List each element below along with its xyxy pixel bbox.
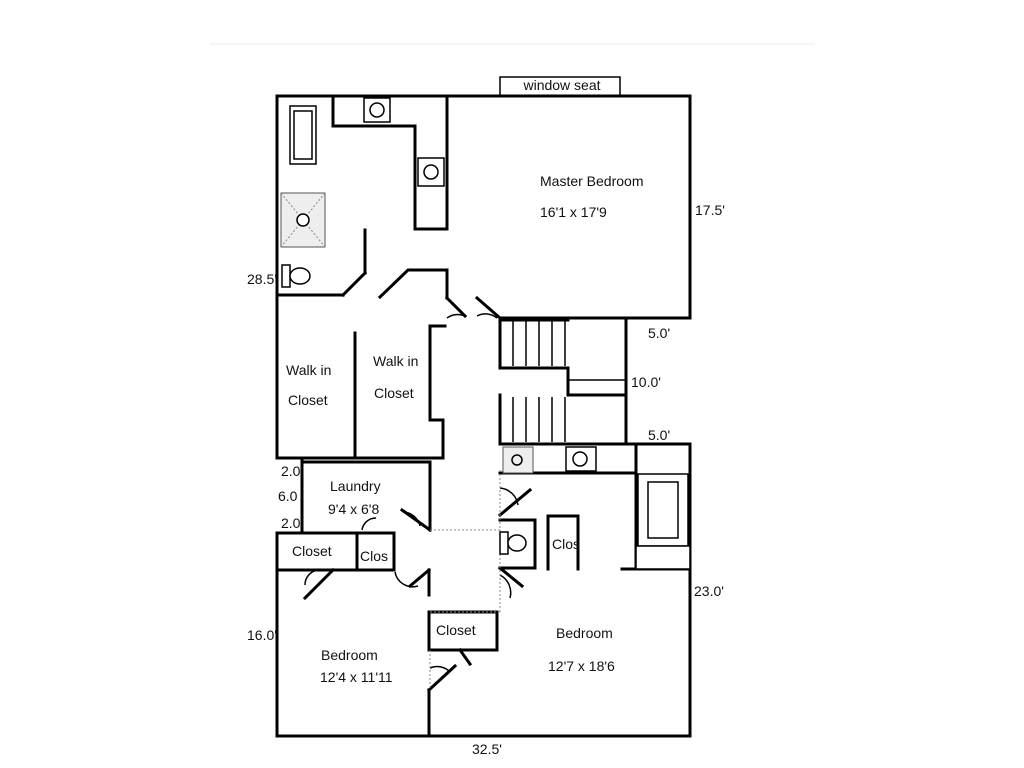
- dim-right-lower: 23.0': [694, 583, 724, 599]
- dim-master-depth: 17.5': [695, 202, 725, 218]
- dim-laundry-top: 2.0': [281, 463, 303, 479]
- clos-right-label: Clos: [552, 536, 580, 552]
- sink-icon: [417, 157, 445, 187]
- bedroom-left-label: Bedroom: [321, 647, 378, 663]
- master-bedroom-label: Master Bedroom: [540, 173, 643, 189]
- sink-icon: [502, 446, 534, 474]
- walk-in-closet-1-line1: Walk in: [286, 362, 331, 378]
- fixtures: [280, 97, 691, 570]
- dim-laundry-bottom: 2.0': [281, 515, 303, 531]
- walk-in-closet-2-line1: Walk in: [373, 353, 418, 369]
- clos-left-label: Clos: [360, 548, 388, 564]
- dim-stair-gap-top: 5.0': [648, 325, 670, 341]
- stairs: [498, 318, 626, 442]
- bedroom-right-size: 12'7 x 18'6: [548, 658, 615, 674]
- bedroom-left-size: 12'4 x 11'11: [320, 669, 393, 685]
- window-seat-label: window seat: [522, 77, 600, 93]
- closet-center-label: Closet: [436, 622, 476, 638]
- bedroom-right-label: Bedroom: [556, 625, 613, 641]
- bathtub-icon: [637, 473, 689, 547]
- dim-stair-gap-bottom: 5.0': [648, 427, 670, 443]
- toilet-icon: [281, 264, 291, 288]
- walk-in-closet-1-line2: Closet: [288, 392, 328, 408]
- sink-icon: [565, 446, 597, 472]
- dim-left-lower: 16.0': [247, 627, 277, 643]
- dim-total-width: 32.5': [472, 741, 502, 757]
- dim-laundry-mid: 6.0: [278, 488, 298, 504]
- closet-left-label: Closet: [292, 543, 332, 559]
- toilet-icon: [499, 531, 509, 555]
- laundry-label: Laundry: [330, 478, 381, 494]
- sink-icon: [363, 97, 391, 123]
- dim-stair-width: 10.0': [631, 374, 661, 390]
- walk-in-closet-2-line2: Closet: [374, 385, 414, 401]
- walls: [275, 94, 692, 738]
- door-swings: [304, 313, 519, 690]
- dim-left-upper: 28.5': [247, 271, 277, 287]
- master-bedroom-size: 16'1 x 17'9: [540, 204, 607, 220]
- laundry-size: 9'4 x 6'8: [328, 501, 379, 517]
